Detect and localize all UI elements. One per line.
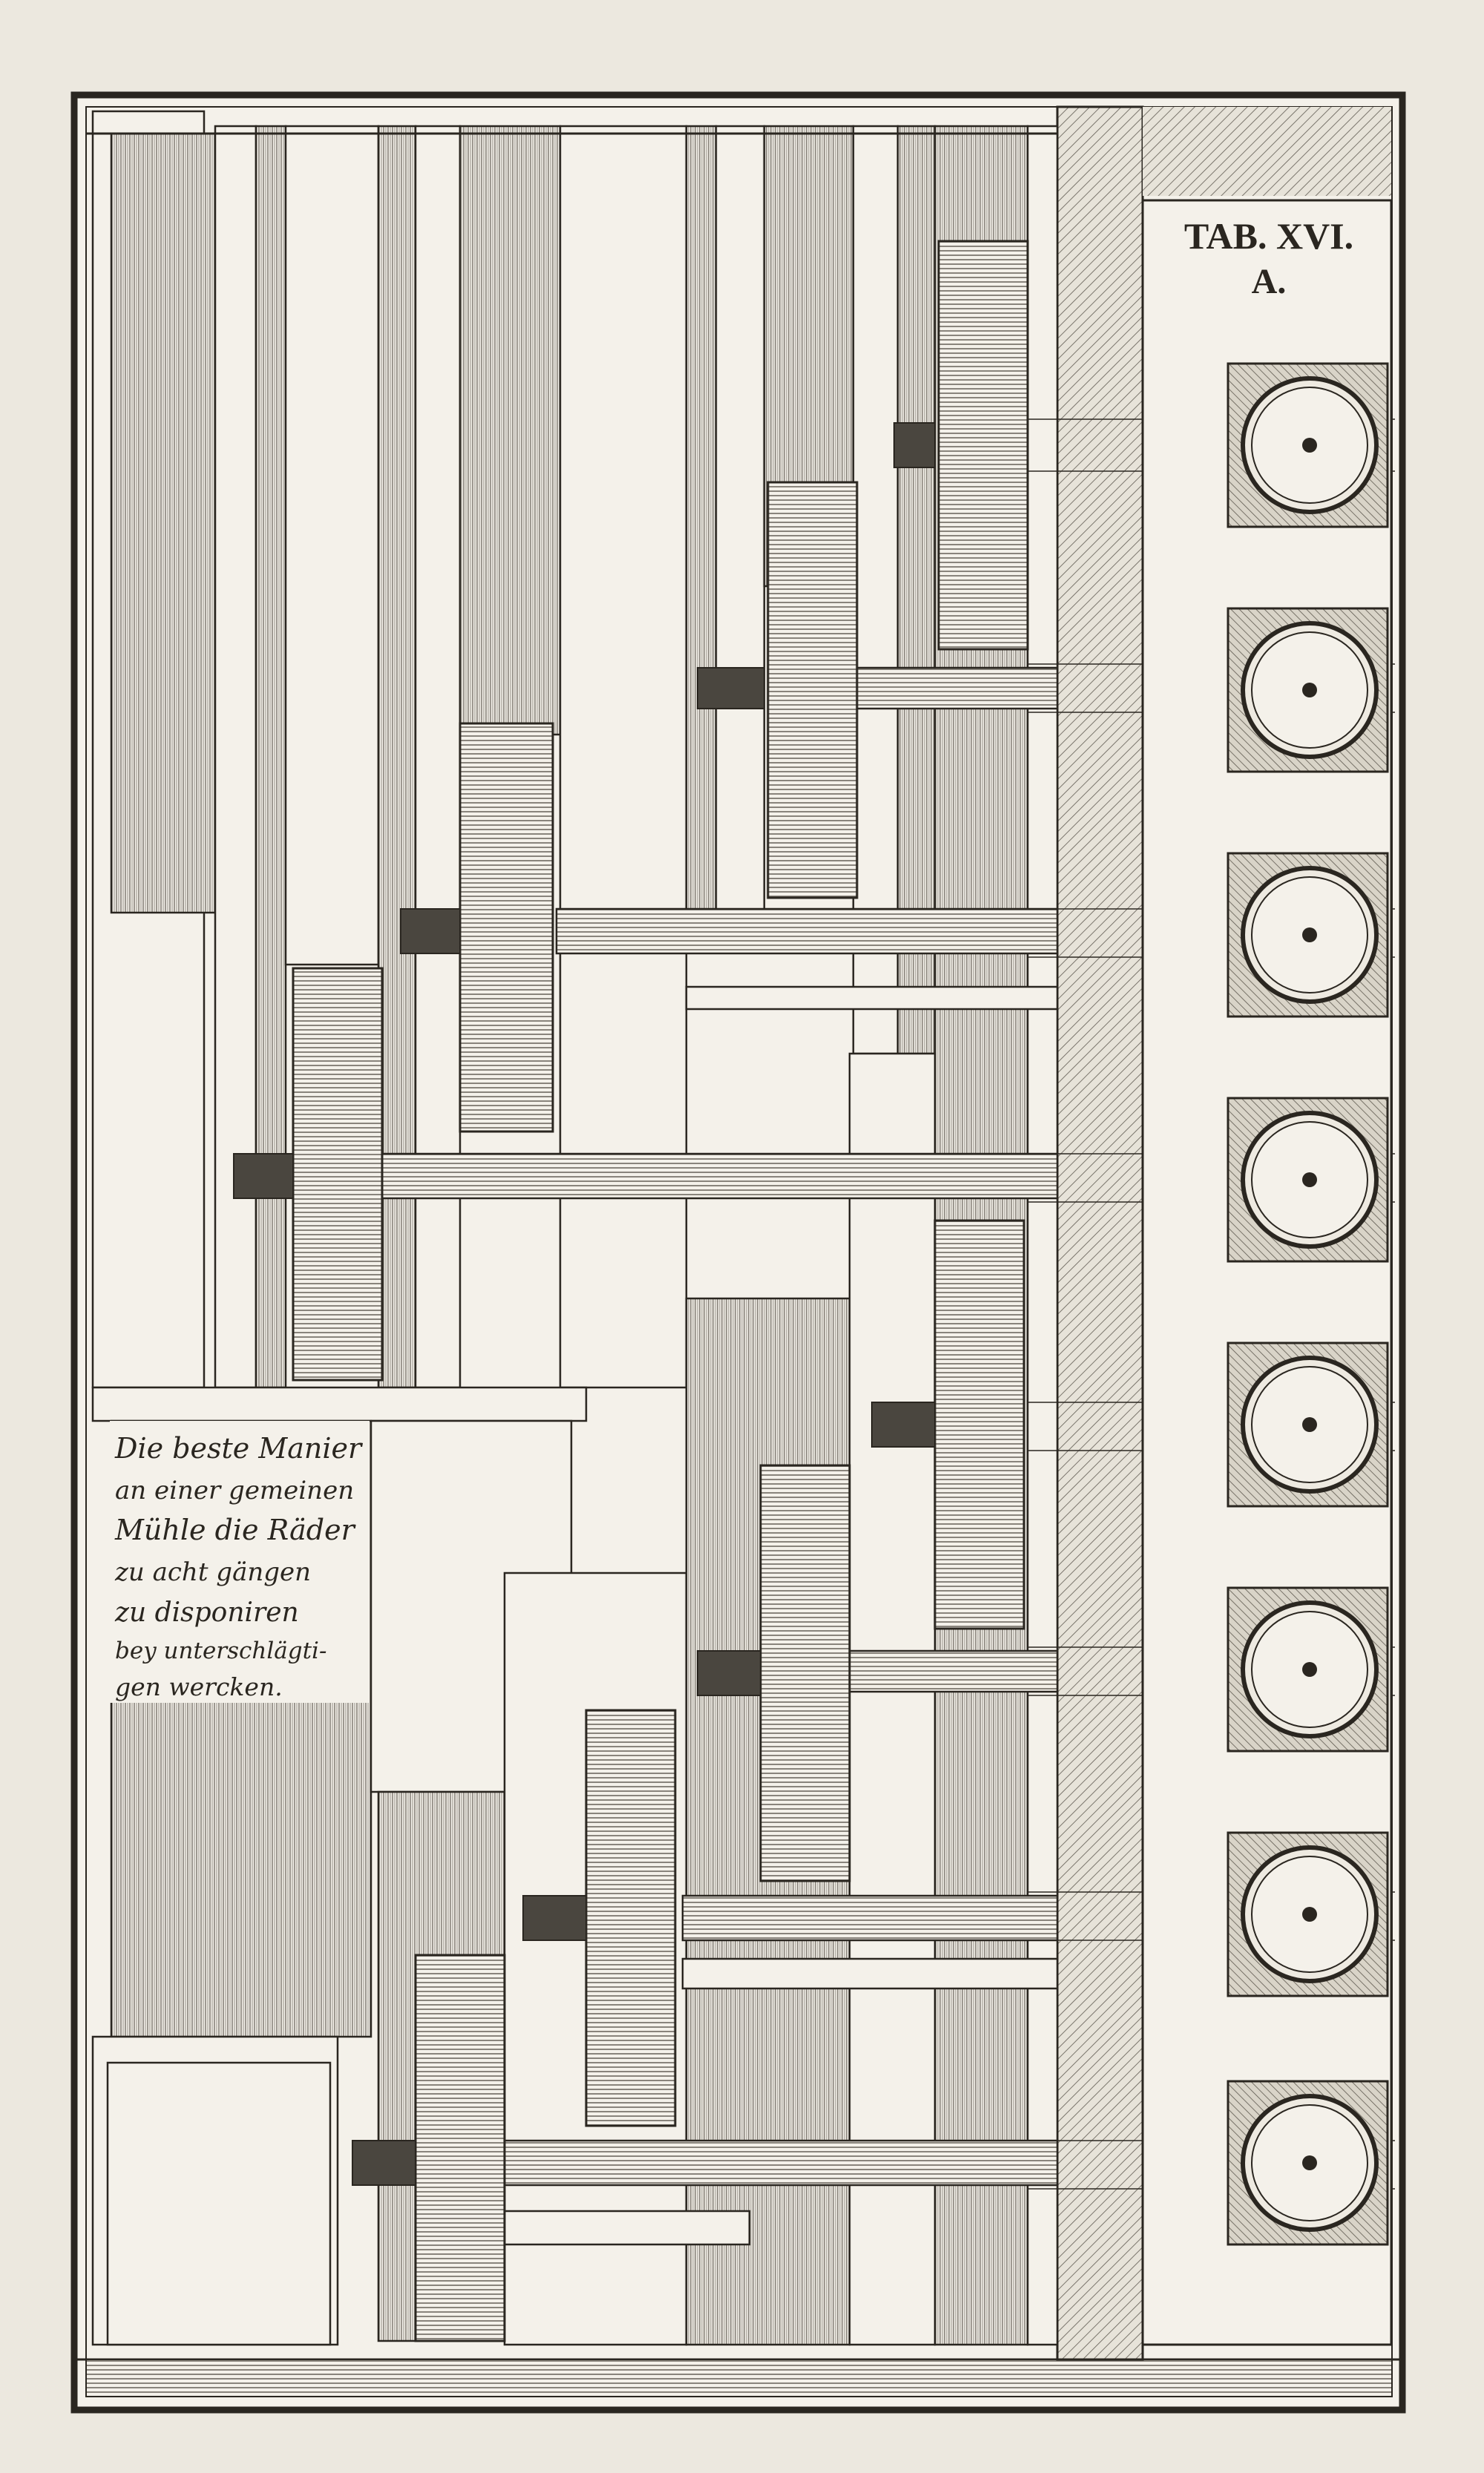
hatched-wall-strip (1056, 105, 1144, 2361)
millstone-4 (1227, 1097, 1389, 1263)
waterwheel-1 (937, 240, 1029, 651)
plate-title: TAB. XVI. (1184, 215, 1353, 257)
millstone-8 (1227, 2080, 1389, 2246)
millstone-2 (1227, 607, 1389, 773)
axle-1 (852, 666, 1059, 710)
millstone-3 (1227, 852, 1389, 1018)
millstone-5 (1227, 1341, 1389, 1508)
axle-6 (503, 2139, 1059, 2187)
waterwheel-2 (766, 481, 858, 899)
waterwheel-8 (414, 1954, 506, 2342)
millstone-1 (1227, 362, 1389, 528)
caption-line-5: zu disponiren (114, 1597, 299, 1628)
millstone-6 (1227, 1586, 1389, 1753)
plate-base-band (85, 2359, 1393, 2397)
caption-panel (110, 1421, 370, 1703)
caption-line-4: zu acht gängen (114, 1557, 311, 1587)
axle-5 (681, 1894, 1059, 1942)
axle-4 (848, 1649, 1059, 1693)
waterwheel-4 (292, 967, 384, 1382)
axle-3 (381, 1152, 1059, 1200)
waterwheel-3 (459, 722, 554, 1133)
top-right-hatch (1143, 107, 1391, 196)
millstones (1227, 362, 1389, 2246)
waterwheels (292, 240, 1029, 2342)
caption-line-1: Die beste Manier (114, 1432, 364, 1465)
caption-line-7: gen wercken. (115, 1672, 283, 1701)
caption-line-3: Mühle die Räder (114, 1514, 357, 1546)
beam-a (685, 985, 1059, 1011)
beam-b (681, 1957, 1059, 1990)
plate-subtitle: A. (1252, 262, 1287, 301)
waterwheel-7 (585, 1709, 677, 2127)
caption-line-2: an einer gemeinen (115, 1476, 354, 1505)
axle-shafts (381, 666, 1059, 2246)
waterwheel-6 (759, 1464, 851, 1882)
axle-2 (555, 907, 1059, 955)
caption-line-6: bey unterschlägti- (115, 1638, 326, 1664)
waterwheel-5 (933, 1219, 1025, 1630)
gear-hubs (233, 422, 936, 2186)
beam-c (503, 2210, 751, 2246)
millstone-7 (1227, 1831, 1389, 1997)
